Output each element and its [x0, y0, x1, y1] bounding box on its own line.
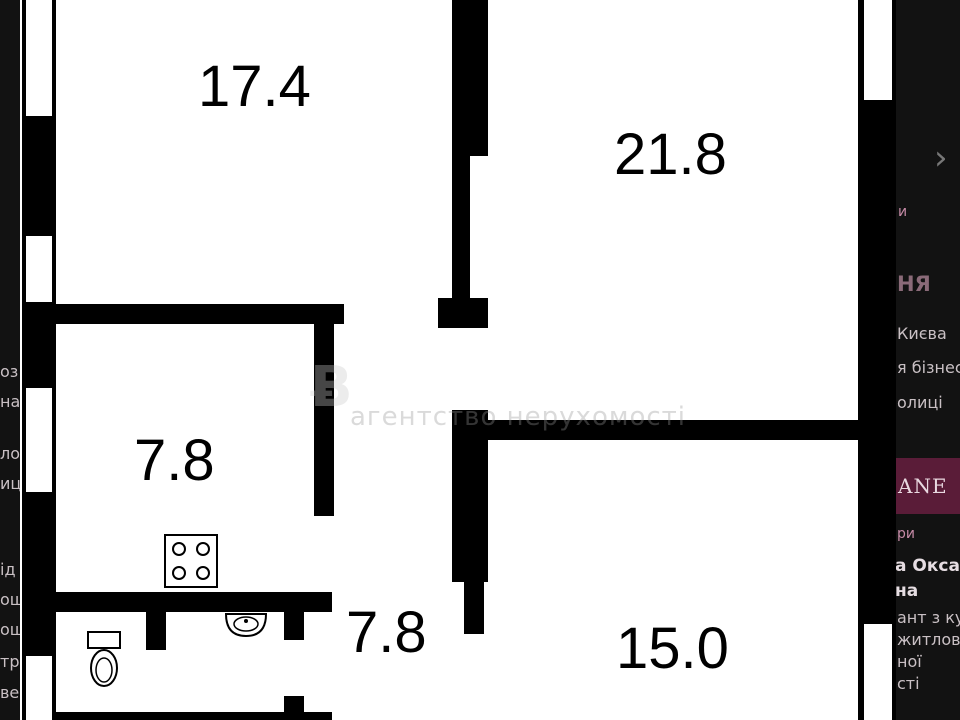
sidebar-heading: НЯ [897, 272, 931, 296]
room-area-label: 7.8 [346, 600, 427, 665]
interior-wall [56, 592, 332, 612]
floor-plan: Ƀ агентство нерухомості 17.4 21.8 7.8 7.… [20, 0, 896, 720]
sidebar-line[interactable]: я бізнесу [897, 358, 960, 377]
chevron-right-icon[interactable]: › [934, 138, 948, 178]
window [862, 624, 894, 720]
agent-description: ної [897, 652, 922, 671]
sidebar-top-link[interactable]: и [898, 204, 908, 220]
sidebar-line[interactable]: Києва [897, 324, 947, 343]
left-fragment: ве [0, 683, 20, 702]
room-area-label: 7.8 [134, 428, 215, 493]
interior-wall [488, 420, 860, 440]
agent-name[interactable]: на [895, 581, 919, 601]
window [24, 0, 54, 116]
toilet-icon [86, 630, 122, 690]
interior-wall [438, 298, 488, 328]
room-area-label: 17.4 [198, 54, 311, 119]
watermark-text: агентство нерухомості [350, 402, 687, 432]
window [24, 656, 54, 720]
window [24, 388, 54, 492]
agent-description: житлово [897, 630, 960, 649]
left-fragment: тр [0, 652, 20, 671]
interior-wall [452, 0, 488, 156]
outer-wall-left [22, 0, 56, 720]
sidebar-line[interactable]: олиці [897, 393, 943, 412]
interior-wall [464, 582, 484, 634]
watermark-logo: Ƀ [310, 355, 353, 420]
left-fragment: на [0, 392, 21, 411]
sink-icon [224, 612, 268, 638]
interior-wall [146, 610, 166, 650]
left-fragment: ід [0, 560, 16, 579]
interior-wall [284, 610, 304, 640]
agent-description: ант з ку [897, 608, 960, 627]
brand-fragment: ANE [898, 474, 948, 498]
interior-wall [452, 156, 470, 306]
sidebar-link[interactable]: ри [897, 526, 915, 542]
interior-wall [56, 712, 332, 720]
left-background-strip [0, 0, 20, 720]
room-area-label: 15.0 [616, 616, 729, 681]
interior-wall [314, 320, 334, 516]
interior-wall [56, 304, 344, 324]
agent-description: сті [897, 674, 920, 693]
agent-name[interactable]: а Окса [895, 556, 960, 576]
brand-banner[interactable] [895, 458, 960, 514]
window [24, 236, 54, 302]
left-fragment: иці [0, 474, 26, 493]
room-area-label: 21.8 [614, 122, 727, 187]
interior-wall [284, 696, 304, 720]
left-fragment: оз [0, 362, 19, 381]
outer-wall-right [858, 0, 896, 720]
window [862, 0, 894, 100]
right-sidebar [895, 0, 960, 720]
stove-icon [164, 534, 218, 588]
left-fragment: ло [0, 444, 21, 463]
interior-wall [452, 410, 488, 582]
